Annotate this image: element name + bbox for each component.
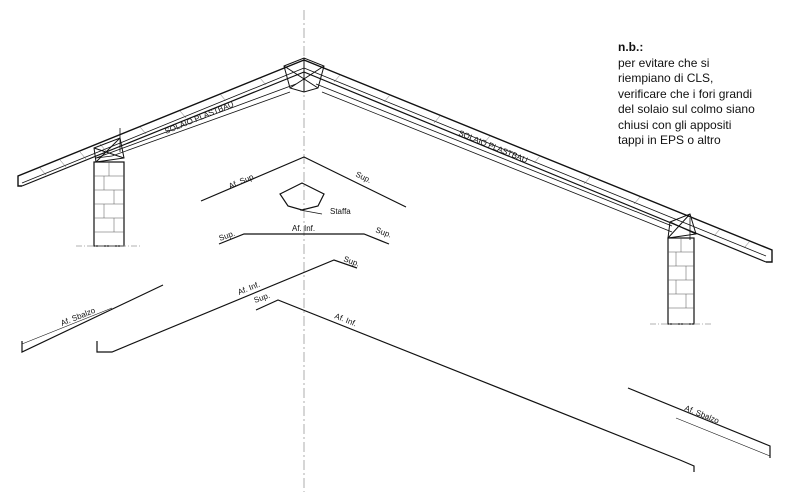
note-line: del solaio sul colmo siano [618, 102, 755, 116]
left-masonry-pillar [76, 161, 140, 247]
label-af-sbalzo-right: Af. Sbalzo [683, 404, 721, 426]
label-sup-right: Sup. [374, 225, 393, 239]
rebar-af-sup [200, 156, 407, 208]
label-af-inf-second: Af. Inf. [333, 311, 358, 328]
right-slab-hatch [333, 74, 751, 249]
note-title: n.b.: [618, 40, 644, 54]
left-slab-hatch [39, 77, 267, 176]
label-staffa: Staffa [330, 207, 351, 216]
left-ring-beam [93, 137, 125, 163]
rebar-af-sbalzo-left [21, 284, 164, 353]
note-line: per evitare che si [618, 55, 710, 70]
label-af-sup: Af. Sup. [227, 171, 257, 190]
right-masonry-pillar [650, 237, 712, 325]
slab-label-left: SOLAIO PLASTBAU [163, 100, 235, 136]
left-roof-slab [17, 59, 305, 187]
note-line: chiusi con gli appositi [618, 117, 732, 132]
note-line: verificare che i fori grandi [618, 86, 753, 101]
note-box: n.b.: per evitare che si riempiano di CL… [618, 40, 783, 149]
rebar-staffa [279, 182, 325, 211]
ridge-joint [283, 57, 325, 93]
note-line: tappi in EPS o altro [618, 133, 721, 147]
rebar-af-inf-mid [218, 233, 390, 245]
note-line: riempiano di CLS, [618, 71, 714, 85]
rebar-af-sbalzo-right [627, 387, 771, 458]
rebar-af-inf-second [255, 299, 695, 472]
rebar-af-inf-long [96, 259, 358, 353]
right-ring-beam [667, 213, 697, 239]
label-af-inf-mid: Af. Inf. [292, 224, 315, 233]
label-af-sbalzo-left: Af. Sbalzo [59, 306, 97, 328]
